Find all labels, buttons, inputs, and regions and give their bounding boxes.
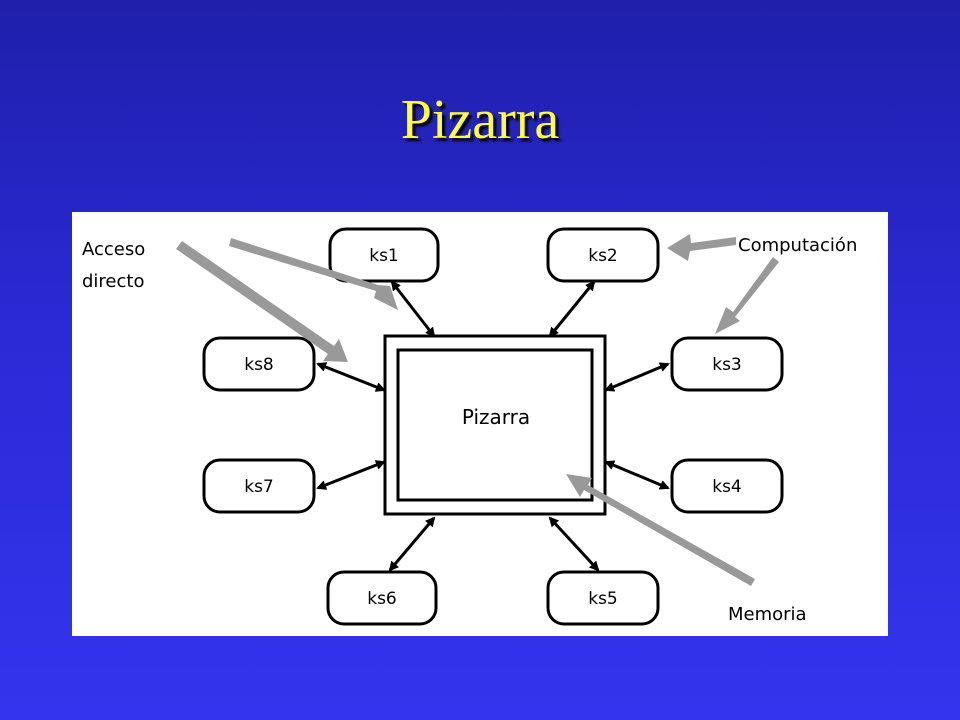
ks3-label: ks3: [712, 355, 742, 375]
slide-title: Pizarra: [400, 89, 560, 151]
ks7-box: ks7: [202, 458, 316, 514]
ks8-box: ks8: [202, 336, 316, 392]
diagram-panel: Pizarra ks1 ks2 ks8 ks3 ks7: [72, 212, 888, 636]
access-label-line2: directo: [82, 271, 144, 292]
arrow-ks2: [548, 280, 596, 338]
arrow-ks3: [604, 362, 670, 392]
blackboard-diagram: Pizarra ks1 ks2 ks8 ks3 ks7: [82, 227, 857, 626]
ks6-label: ks6: [367, 589, 397, 609]
arrow-ks5: [548, 516, 600, 572]
arrow-ks7: [316, 460, 386, 490]
connector-arrows: [316, 280, 670, 572]
access-arrow-2-icon: [229, 238, 398, 310]
memory-arrow-icon: [566, 474, 755, 586]
access-label: Acceso: [82, 239, 145, 260]
computation-arrow-2-icon: [715, 257, 779, 334]
computation-label: Computación: [738, 235, 857, 256]
arrow-ks1: [390, 280, 436, 338]
memory-label: Memoria: [728, 604, 807, 625]
ks2-box: ks2: [546, 227, 660, 283]
ks7-label: ks7: [244, 477, 274, 497]
ks4-box: ks4: [670, 458, 784, 514]
access-label-line1: Acceso: [82, 239, 145, 260]
ks3-box: ks3: [670, 336, 784, 392]
ks5-box: ks5: [546, 570, 660, 626]
access-arrow-1-icon: [176, 241, 348, 362]
arrow-ks6: [388, 516, 436, 572]
ks8-label: ks8: [244, 355, 274, 375]
ks6-box: ks6: [326, 570, 438, 626]
ks1-label: ks1: [369, 246, 399, 266]
ks1-box: ks1: [328, 227, 440, 283]
arrow-ks8: [316, 362, 386, 392]
arrow-ks4: [604, 460, 670, 490]
ks5-label: ks5: [588, 589, 618, 609]
callout-labels: Acceso directo Computación Memoria: [82, 235, 857, 625]
ks2-label: ks2: [588, 246, 618, 266]
ks4-label: ks4: [712, 477, 742, 497]
blackboard-core: Pizarra: [383, 334, 607, 516]
knowledge-sources: ks1 ks2 ks8 ks3 ks7 ks4: [202, 227, 784, 626]
blackboard-label: Pizarra: [462, 405, 530, 429]
access-label-2: directo: [82, 271, 144, 292]
callout-arrows: [176, 234, 779, 586]
computation-arrow-icon: [667, 234, 736, 261]
